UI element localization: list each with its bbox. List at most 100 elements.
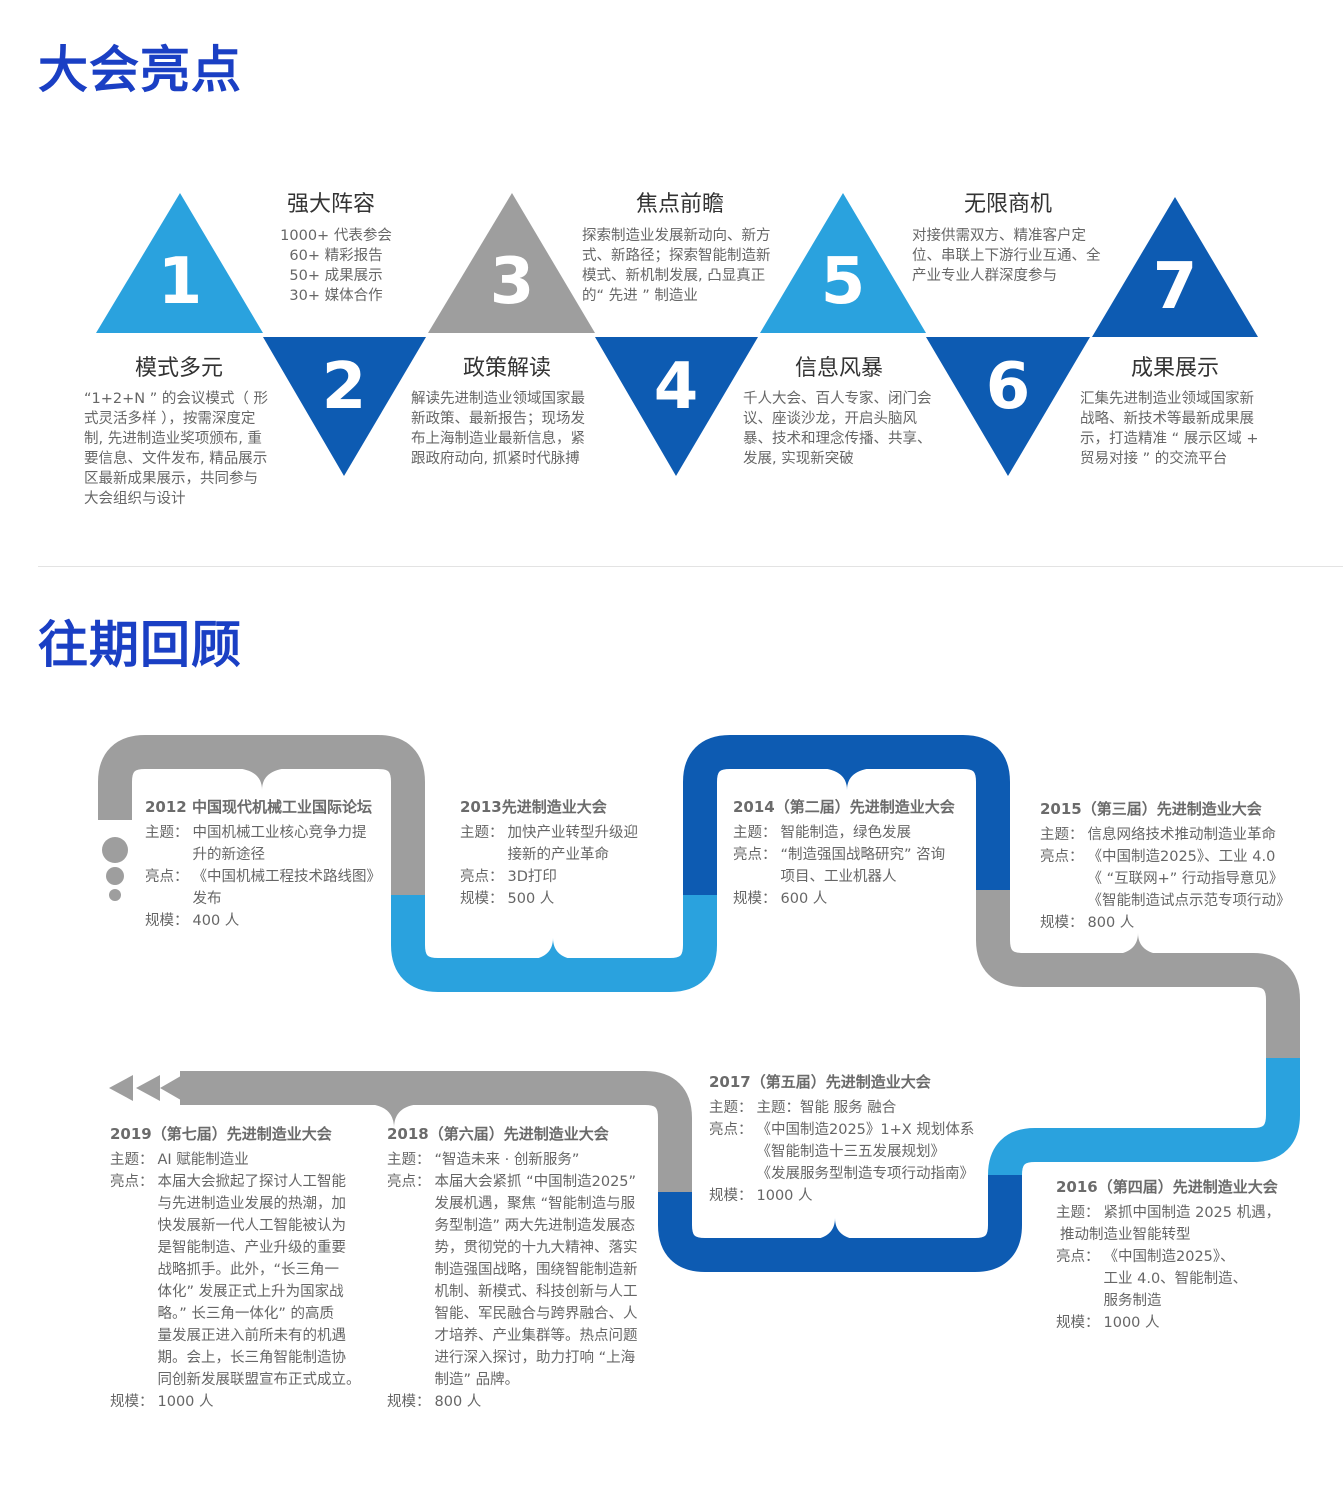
- event-row-key: 规模：: [145, 913, 189, 929]
- event-row-value: 800 人: [435, 1391, 663, 1413]
- event-row-line: 主题：智能 服务 融合: [756, 1100, 897, 1116]
- triangle-4: [595, 337, 758, 476]
- event-row: 规模：1000 人: [709, 1185, 994, 1207]
- event-title: 2013先进制造业大会: [460, 798, 607, 816]
- event-row-line: 3D打印: [507, 869, 557, 885]
- event-row-key: 亮点：: [110, 1174, 154, 1190]
- event-row-key: 亮点：: [460, 869, 504, 885]
- event-title: 2017（第五届）先进制造业大会: [709, 1073, 931, 1091]
- review-title: 往期回顾: [38, 616, 242, 674]
- event-row-value: 500 人: [508, 888, 661, 910]
- event-row-key: 主题：: [1056, 1205, 1100, 1221]
- event-row-line: 工业 4.0、智能制造、: [1103, 1271, 1248, 1287]
- event-row-line: 信息网络技术推动制造业革命: [1087, 827, 1277, 843]
- triangle-number-1: 1: [158, 245, 203, 319]
- event-row-line: 务型制造” 两大先进制造发展态: [434, 1218, 636, 1234]
- event-row: 规模：800 人: [1040, 912, 1315, 934]
- event-row-line: 推动制造业智能转型: [1060, 1227, 1191, 1243]
- event-row-line: 800 人: [434, 1394, 482, 1410]
- highlight-triangles: 1 2 3 4 5 6 7: [96, 193, 1258, 476]
- event-row: 亮点：3D打印: [460, 866, 660, 888]
- triangle-number-4: 4: [654, 350, 699, 424]
- road-segment-gray-3: [180, 1071, 692, 1192]
- highlight-title-7: 成果展示: [1131, 356, 1220, 381]
- event-row-line: 中国机械工业核心竞争力提: [192, 825, 367, 841]
- highlight-desc-6: 对接供需双方、精准客户定位、串联上下游行业互通、全产业专业人群深度参与: [912, 228, 1101, 284]
- arrow-head-3: [109, 1075, 133, 1101]
- event-title: 2016（第四届）先进制造业大会: [1056, 1178, 1278, 1196]
- event-row-line: 发布: [192, 891, 222, 907]
- event-row-line: 《智能制造试点示范专项行动》: [1087, 893, 1291, 909]
- event-row: 亮点：《中国制造2025》、工业 4.0《 “互联网+” 行动指导意见》《智能制…: [1040, 846, 1315, 912]
- event-row-line: 500 人: [507, 891, 555, 907]
- timeline-road: [98, 735, 1300, 1272]
- event-row-line: “智造未来 · 创新服务”: [434, 1152, 580, 1168]
- road-segment-light-1: [391, 895, 717, 992]
- event-row-value: 本届大会掀起了探讨人工智能与先进制造业发展的热潮，加快发展新一代人工智能被认为是…: [158, 1171, 381, 1391]
- event-row-line: 期。会上，长三角智能制造协: [157, 1350, 347, 1366]
- event-row-line: 量发展正进入前所未有的机遇: [157, 1328, 347, 1344]
- highlight-desc-5: 千人大会、百人专家、闭门会议、座谈沙龙，开启头脑风暴、技术和理念传播、共享、发展…: [743, 391, 932, 467]
- timeline-start-dots: [102, 837, 128, 901]
- road-segment-dark-1: [683, 735, 1010, 895]
- event-row-key: 主题：: [709, 1100, 753, 1116]
- event-row-key: 主题：: [387, 1152, 431, 1168]
- event-row-line: 才培养、产业集群等。热点问题: [434, 1328, 638, 1344]
- event-title: 2015（第三届）先进制造业大会: [1040, 800, 1262, 818]
- highlight-title-6: 无限商机: [964, 192, 1053, 217]
- event-row: 主题：智能制造，绿色发展: [733, 822, 983, 844]
- event-row-line: 势，贯彻党的十九大精神、落实: [434, 1240, 638, 1256]
- event-row-line: 本届大会紧抓 “中国制造2025”: [434, 1174, 637, 1190]
- event-row-line: 400 人: [192, 913, 240, 929]
- event-row-line: 智能、军民融合与跨界融合、人: [434, 1306, 638, 1322]
- event-row-key: 规模：: [460, 891, 504, 907]
- highlight-title-1: 模式多元: [135, 356, 224, 381]
- event-card-2018: 2018（第六届）先进制造业大会主题：“智造未来 · 创新服务”亮点：本届大会紧…: [387, 1123, 662, 1413]
- event-row-key: 主题：: [110, 1152, 154, 1168]
- event-row-line: 加快产业转型升级迎: [507, 825, 639, 841]
- road-segment-gray-1: [98, 735, 425, 895]
- triangle-number-2: 2: [322, 350, 367, 424]
- event-row-line: “制造强国战略研究” 咨询: [780, 847, 946, 863]
- event-row-key: 规模：: [1056, 1315, 1100, 1331]
- event-row-line: 紧抓中国制造 2025 机遇，: [1103, 1205, 1281, 1221]
- event-row-key: 主题：: [1040, 827, 1084, 843]
- event-row: 亮点：《中国机械工程技术路线图》发布: [145, 866, 395, 910]
- highlight-desc-3: 解读先进制造业领域国家最新政策、最新报告；现场发布上海制造业最新信息，紧跟政府动…: [411, 391, 585, 467]
- event-row-key: 亮点：: [145, 869, 189, 885]
- event-row-line: 《中国机械工程技术路线图》: [192, 869, 382, 885]
- highlight-desc-4: 探索制造业发展新动向、新方式、新路径；探索智能制造新模式、新机制发展, 凸显真正…: [582, 228, 771, 304]
- event-row-value: 中国机械工业核心竞争力提升的新途径: [193, 822, 396, 866]
- start-dot-medium: [106, 867, 124, 885]
- event-row-key: 主题：: [145, 825, 189, 841]
- event-row-line: 《智能制造十三五发展规划》: [756, 1144, 946, 1160]
- event-row-line: 快发展新一代人工智能被认为: [157, 1218, 347, 1234]
- highlight-desc-1: “1+2+N ” 的会议模式（ 形式灵活多样 ），按需深度定制, 先进制造业奖项…: [84, 391, 268, 507]
- highlight-title-4: 焦点前瞻: [636, 192, 725, 217]
- event-row-value: 信息网络技术推动制造业革命: [1088, 824, 1316, 846]
- event-row-line: 接新的产业革命: [507, 847, 610, 863]
- event-card-2017: 2017（第五届）先进制造业大会主题：主题：智能 服务 融合亮点：《中国制造20…: [709, 1071, 994, 1207]
- event-row: 推动制造业智能转型: [1056, 1224, 1311, 1246]
- event-row: 规模：400 人: [145, 910, 395, 932]
- event-row: 规模：500 人: [460, 888, 660, 910]
- highlight-desc-7: 汇集先进制造业领域国家新战略、新技术等最新成果展示，打造精准 “ 展示区域 +贸…: [1080, 391, 1259, 467]
- event-row-value: 本届大会紧抓 “中国制造2025” 发展机遇，聚焦 “智能制造与服务型制造” 两大…: [435, 1171, 663, 1391]
- event-row-line: 略。” 长三角一体化” 的高质: [157, 1306, 335, 1322]
- event-row-line: 智能制造，绿色发展: [780, 825, 912, 841]
- event-row: 亮点：“制造强国战略研究” 咨询项目、工业机器人: [733, 844, 983, 888]
- notch-2014: [820, 768, 874, 790]
- event-row-key: 亮点：: [709, 1122, 753, 1138]
- event-row-key: 亮点：: [1040, 849, 1084, 865]
- road-segment-dark-2: [658, 1175, 1022, 1272]
- event-row: 主题：主题：智能 服务 融合: [709, 1097, 994, 1119]
- event-row: 规模：1000 人: [110, 1391, 380, 1413]
- event-row-value: 主题：智能 服务 融合: [757, 1097, 995, 1119]
- event-row-key: 规模：: [733, 891, 777, 907]
- event-row: 主题：信息网络技术推动制造业革命: [1040, 824, 1315, 846]
- event-row-value: 800 人: [1088, 912, 1316, 934]
- arrow-head-1: [160, 1073, 186, 1103]
- event-row-line: 发展机遇，聚焦 “智能制造与服: [434, 1196, 636, 1212]
- event-row-value: 1000 人: [1104, 1312, 1312, 1334]
- event-row-line: 与先进制造业发展的热潮，加: [157, 1196, 347, 1212]
